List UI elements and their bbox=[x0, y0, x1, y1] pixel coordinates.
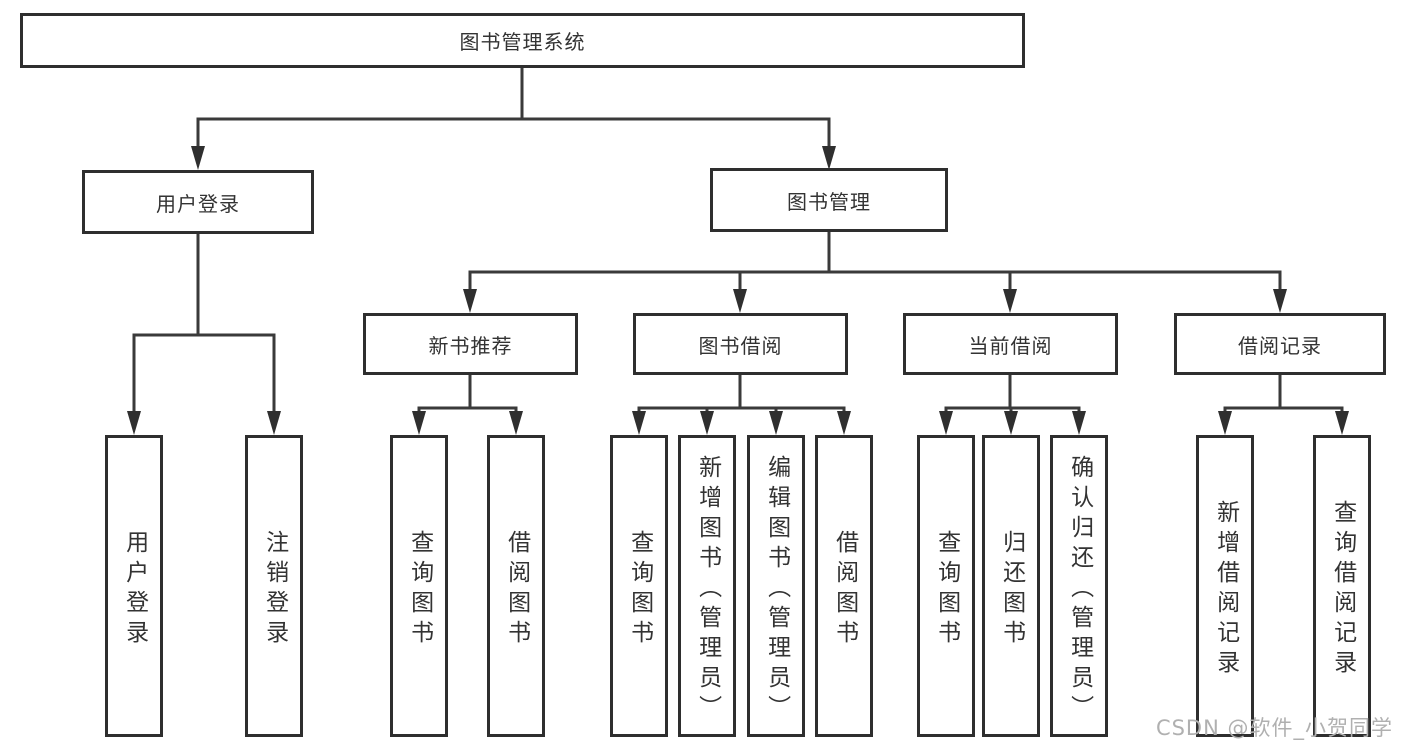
leaf-return-books: 归还图书 bbox=[982, 435, 1040, 737]
leaf-query-books-current: 查询图书 bbox=[917, 435, 975, 737]
arrowhead-icons bbox=[127, 146, 1349, 435]
leaf-logout: 注销登录 bbox=[245, 435, 303, 737]
watermark-text: CSDN @软件_小贺同学 bbox=[1155, 716, 1393, 740]
leaf-confirm-return-admin: 确认归还（管理员） bbox=[1050, 435, 1108, 737]
leaf-user-login: 用户登录 bbox=[105, 435, 163, 737]
leaf-label: 查询借阅记录 bbox=[1329, 499, 1356, 680]
leaf-add-book-admin: 新增图书（管理员） bbox=[678, 435, 736, 737]
leaf-label: 编辑图书（管理员） bbox=[763, 454, 790, 725]
leaf-label: 注销登录 bbox=[261, 529, 288, 650]
leaf-label: 借阅图书 bbox=[831, 529, 858, 650]
leaf-label: 新增借阅记录 bbox=[1212, 499, 1239, 680]
node-current-borrowing: 当前借阅 bbox=[903, 313, 1118, 375]
leaf-query-books-recommend: 查询图书 bbox=[390, 435, 448, 737]
leaf-label: 查询图书 bbox=[406, 529, 433, 650]
leaf-add-borrow-record: 新增借阅记录 bbox=[1196, 435, 1254, 737]
leaf-label: 查询图书 bbox=[626, 529, 653, 650]
leaf-label: 用户登录 bbox=[121, 529, 148, 650]
node-user-login: 用户登录 bbox=[82, 170, 314, 234]
leaf-label: 归还图书 bbox=[998, 529, 1025, 650]
leaf-query-books-borrowing: 查询图书 bbox=[610, 435, 668, 737]
node-label: 用户登录 bbox=[156, 191, 240, 216]
node-label: 当前借阅 bbox=[968, 333, 1053, 358]
node-label: 图书借阅 bbox=[698, 333, 783, 358]
leaf-label: 确认归还（管理员） bbox=[1066, 454, 1093, 725]
leaf-label: 查询图书 bbox=[933, 529, 960, 650]
node-label: 图书管理 bbox=[787, 189, 871, 214]
node-book-management-system: 图书管理系统 bbox=[20, 13, 1025, 68]
leaf-borrow-books-recommend: 借阅图书 bbox=[487, 435, 545, 737]
leaf-query-borrow-record: 查询借阅记录 bbox=[1313, 435, 1371, 737]
node-book-management: 图书管理 bbox=[710, 168, 948, 232]
leaf-edit-book-admin: 编辑图书（管理员） bbox=[747, 435, 805, 737]
node-label: 图书管理系统 bbox=[459, 30, 586, 54]
leaf-borrow-books-borrowing: 借阅图书 bbox=[815, 435, 873, 737]
node-new-book-recommend: 新书推荐 bbox=[363, 313, 578, 375]
node-label: 借阅记录 bbox=[1238, 333, 1322, 358]
leaf-label: 新增图书（管理员） bbox=[694, 454, 721, 725]
node-book-borrowing: 图书借阅 bbox=[633, 313, 848, 375]
node-borrowing-records: 借阅记录 bbox=[1174, 313, 1386, 375]
node-label: 新书推荐 bbox=[428, 333, 513, 358]
leaf-label: 借阅图书 bbox=[503, 529, 530, 650]
